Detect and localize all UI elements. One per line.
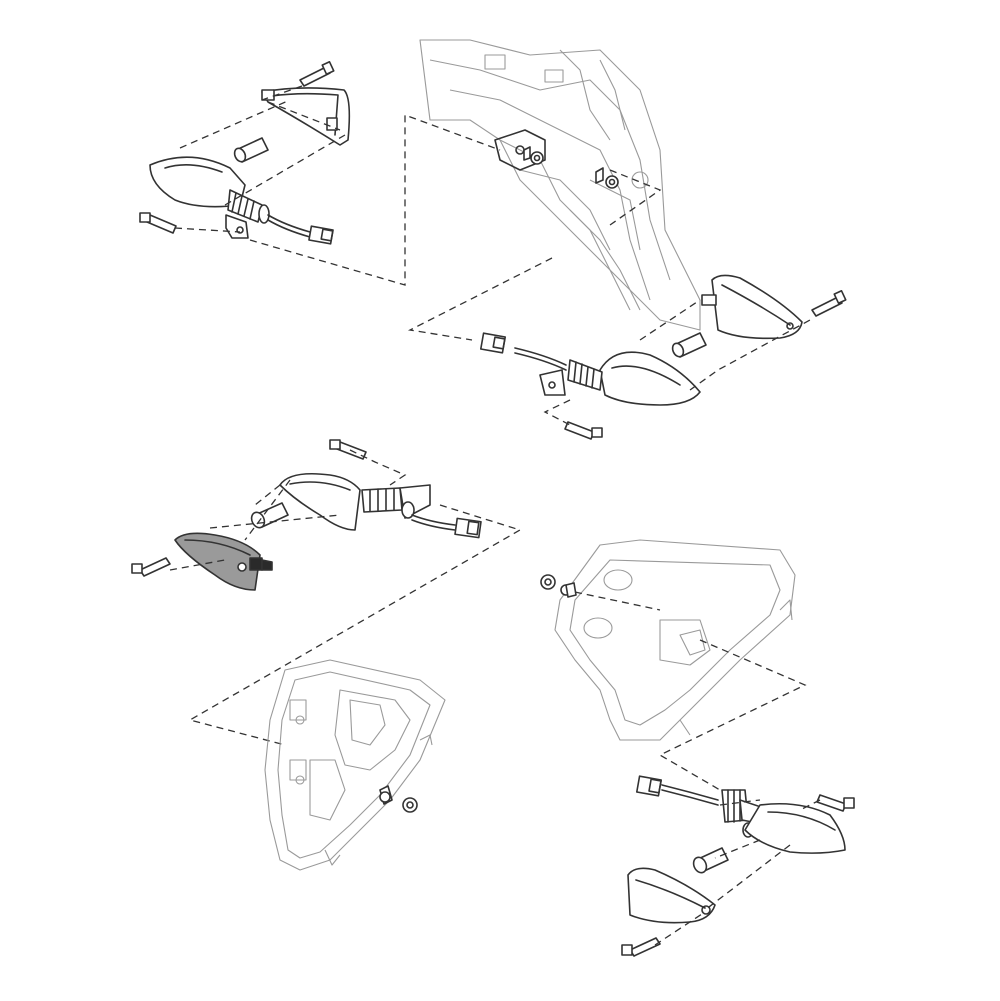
screw-icon bbox=[816, 794, 855, 812]
rear-frame-subframe bbox=[419, 39, 701, 331]
leader-line bbox=[658, 639, 807, 791]
bulb-icon bbox=[250, 502, 289, 529]
turn-signal-assembly-upper-left bbox=[139, 60, 351, 245]
screw-icon bbox=[299, 60, 335, 87]
front-fairing-bracket bbox=[264, 659, 446, 871]
turn-signal-assembly-upper-right bbox=[479, 274, 847, 440]
leader-line bbox=[574, 591, 661, 611]
screw-icon bbox=[131, 557, 171, 577]
leader-line bbox=[179, 99, 291, 149]
leader-line bbox=[244, 479, 291, 541]
leader-line bbox=[654, 911, 706, 946]
tail-panel-bracket bbox=[554, 539, 796, 741]
screw-icon bbox=[811, 289, 847, 317]
leader-line bbox=[714, 839, 761, 859]
leader-line bbox=[407, 257, 553, 341]
leader-line bbox=[704, 844, 791, 911]
bracket-nut-bottom-left bbox=[379, 785, 418, 813]
leader-line bbox=[543, 399, 571, 426]
leader-line bbox=[209, 514, 341, 529]
screw-icon bbox=[139, 212, 177, 234]
bulb-icon bbox=[671, 332, 707, 358]
tail-nut bbox=[540, 574, 577, 598]
leader-line bbox=[249, 114, 501, 286]
leader-line bbox=[267, 101, 341, 131]
leader-line bbox=[174, 227, 241, 233]
leader-line bbox=[349, 449, 407, 486]
leader-line bbox=[188, 504, 522, 746]
leader-line bbox=[799, 799, 821, 811]
leader-line bbox=[609, 169, 662, 226]
bulb-icon bbox=[233, 137, 269, 163]
screw-icon bbox=[621, 937, 661, 957]
leader-line bbox=[639, 299, 701, 341]
bulb-icon bbox=[692, 847, 729, 874]
screw-icon bbox=[564, 421, 603, 440]
screw-icon bbox=[329, 439, 367, 460]
leader-line bbox=[719, 799, 761, 806]
turn-signal-assembly-lower-right bbox=[621, 775, 855, 957]
frame-nut-left bbox=[523, 146, 544, 165]
leader-line bbox=[254, 484, 281, 506]
leader-line bbox=[169, 559, 226, 571]
frame-nut-right bbox=[595, 167, 619, 189]
